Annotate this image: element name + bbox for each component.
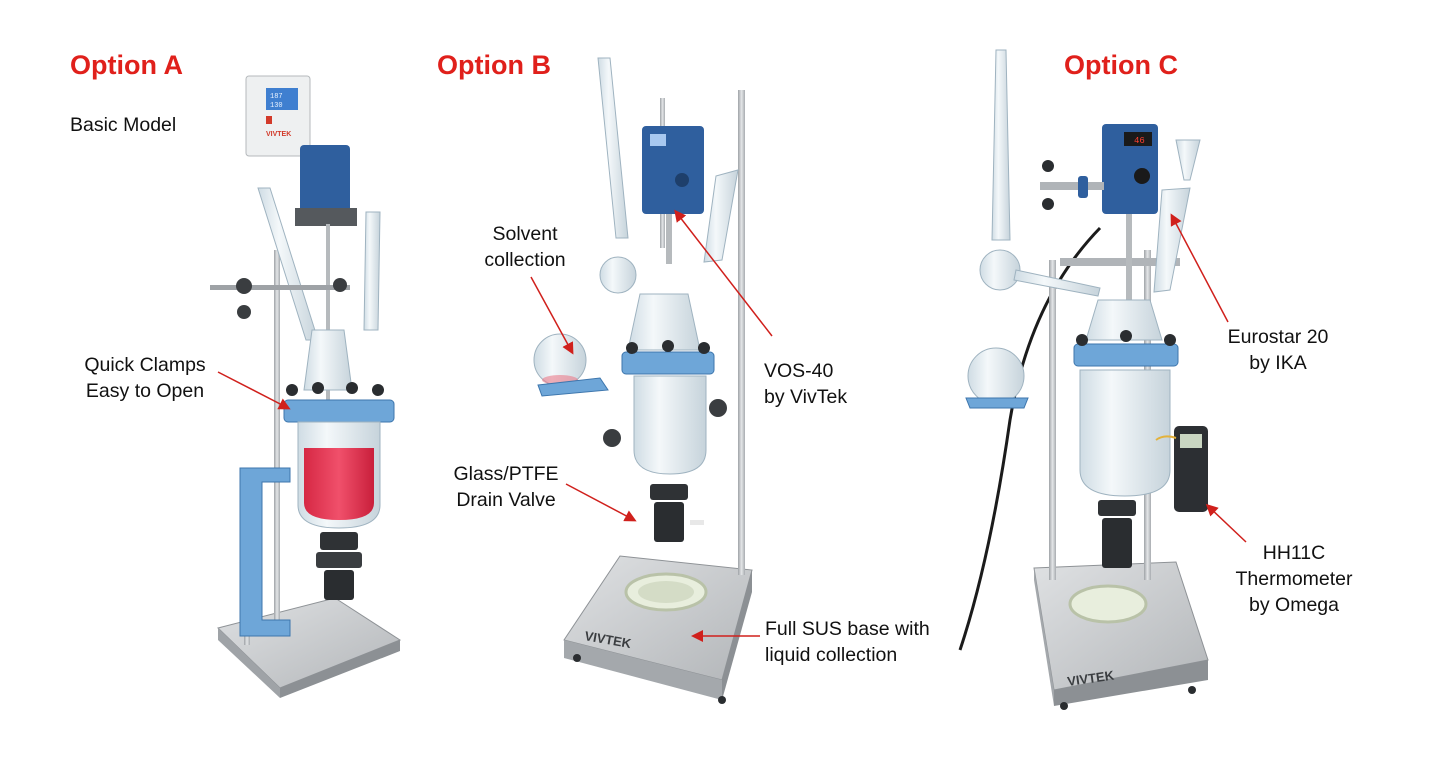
quick-clamps-line1: Quick Clamps [84, 354, 206, 376]
quick-clamps-label: Quick Clamps Easy to Open [80, 352, 210, 404]
motor-a [300, 145, 350, 215]
drain-valve-label: Glass/PTFE Drain Valve [444, 461, 568, 513]
lid-c [1085, 299, 1163, 341]
option-b-title: Option B [437, 50, 551, 80]
collection-tray-inner-b [638, 581, 694, 603]
eurostar-line2: by IKA [1249, 352, 1307, 374]
stirrer-eurostar-c [1102, 124, 1158, 214]
condenser-b1 [597, 57, 629, 239]
valve-body-b1 [650, 484, 688, 500]
sus-base-label: Full SUS base with liquid collection [765, 616, 930, 668]
blue-side-frame-a [239, 467, 291, 637]
option-c-title: Option C [1064, 50, 1178, 80]
svg-text:130: 130 [270, 102, 283, 110]
reactor-c-illustration: VIVTEK 46 [958, 49, 1209, 710]
option-a-title: Option A [70, 50, 183, 80]
callout-arrows [217, 209, 1247, 642]
funnel-a [363, 211, 381, 331]
vessel-b [633, 375, 707, 475]
flask-holder-c [965, 397, 1029, 409]
collection-tray-c [1068, 584, 1148, 624]
drain-valve-line2: Drain Valve [456, 489, 556, 511]
arrow-drain-valve [565, 483, 637, 522]
arrow-vos40 [674, 209, 773, 337]
clamp-knob-a1 [236, 278, 252, 294]
valve-body-a1 [320, 532, 358, 550]
valve-body-a3 [324, 570, 354, 600]
thermometer-label: HH11C Thermometer by Omega [1228, 540, 1360, 618]
svg-text:46: 46 [1134, 136, 1145, 146]
steel-base-front-a [280, 640, 400, 698]
vos40-label: VOS-40 by VivTek [764, 358, 847, 410]
lid-a [303, 329, 353, 391]
motor-mount-a [295, 208, 357, 226]
clamp-knob-a2 [237, 305, 251, 319]
distillation-column-c [991, 49, 1011, 241]
eurostar-line1: Eurostar 20 [1227, 326, 1329, 348]
stirrer-vos40-b [642, 126, 704, 214]
round-flask-b-small [599, 256, 637, 294]
reactor-a-illustration: 187 130 VIVTEK [210, 75, 402, 698]
clamp-ring-a [283, 399, 395, 423]
valve-body-a2 [316, 552, 362, 568]
flask-holder-b [537, 377, 609, 397]
arrow-thermometer [1205, 503, 1247, 543]
vessel-c [1079, 369, 1171, 497]
condenser-b2 [703, 169, 739, 263]
clamp-ring-c [1073, 343, 1179, 367]
steel-base-edge-a [218, 628, 280, 698]
arrow-eurostar [1170, 213, 1229, 323]
stirrer-arm-c [1040, 182, 1104, 190]
thermometer-line3: by Omega [1249, 594, 1339, 616]
controller-display-a [266, 88, 298, 110]
arrow-quick-clamps [217, 371, 291, 410]
crossbar-c [1060, 258, 1180, 266]
funnel-c [1175, 139, 1201, 181]
valve-body-b2 [654, 502, 684, 542]
sus-base-line2: liquid collection [765, 644, 898, 666]
thermometer-line2: Thermometer [1235, 568, 1353, 590]
steel-base-front-c [1054, 660, 1208, 706]
red-liquid-a [304, 448, 374, 520]
svg-text:VIVTEK: VIVTEK [266, 131, 291, 138]
steel-base-front-b [564, 640, 722, 700]
svg-text:VIVTEK: VIVTEK [1066, 667, 1115, 688]
solvent-line2: collection [484, 249, 566, 271]
solvent-collection-label: Solvent collection [470, 221, 580, 273]
vos40-line2: by VivTek [764, 386, 848, 408]
quick-clamps-line2: Easy to Open [85, 380, 205, 402]
stirrer-shaft-b [666, 214, 672, 264]
valve-body-c1 [1098, 500, 1136, 516]
support-rod-a [274, 250, 280, 630]
valve-body-c2 [1102, 518, 1132, 568]
sus-base-line1: Full SUS base with [765, 618, 930, 640]
vos40-line1: VOS-40 [764, 360, 834, 382]
svg-text:187: 187 [270, 93, 283, 101]
support-rod-c1 [1049, 260, 1056, 580]
support-rod-b [738, 90, 745, 575]
basic-model-label: Basic Model [70, 114, 177, 136]
steel-base-side-b [722, 570, 752, 700]
eurostar-label: Eurostar 20 by IKA [1218, 324, 1338, 376]
solvent-line1: Solvent [492, 223, 558, 245]
reactor-b-illustration: VIVTEK [533, 57, 753, 704]
clamp-bar-a [210, 285, 350, 290]
stirrer-shaft-c [1126, 214, 1132, 324]
clamp-knob-a3 [333, 278, 347, 292]
collection-flask-c [967, 347, 1025, 405]
clamp-ring-b [621, 351, 715, 375]
thermometer-line1: HH11C [1262, 542, 1326, 564]
power-switch-a [266, 116, 272, 124]
drain-valve-line1: Glass/PTFE [453, 463, 559, 485]
arrow-solvent-collection [530, 276, 574, 355]
round-flask-c [979, 249, 1021, 291]
